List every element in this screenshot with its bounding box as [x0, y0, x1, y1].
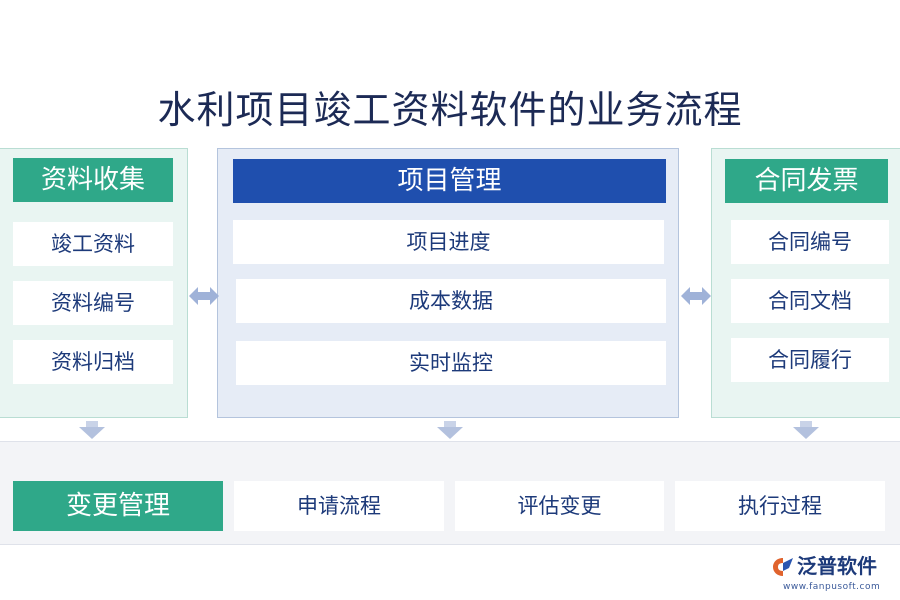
double-arrow-icon — [681, 287, 711, 305]
change-item: 申请流程 — [234, 481, 444, 531]
collect-header: 资料收集 — [13, 158, 173, 202]
down-arrow-icon — [793, 421, 819, 439]
collect-item: 竣工资料 — [13, 222, 173, 266]
contract-item: 合同文档 — [731, 279, 889, 323]
change-item: 评估变更 — [455, 481, 664, 531]
contract-header: 合同发票 — [725, 159, 888, 203]
fanpu-logo-icon — [773, 558, 793, 576]
contract-item: 合同编号 — [731, 220, 889, 264]
diagram-title: 水利项目竣工资料软件的业务流程 — [157, 88, 743, 132]
project-item: 实时监控 — [236, 341, 666, 385]
logo-url: www.fanpusoft.com — [783, 582, 881, 592]
change-header: 变更管理 — [13, 481, 223, 531]
collect-item: 资料编号 — [13, 281, 173, 325]
contract-item: 合同履行 — [731, 338, 889, 382]
project-item: 项目进度 — [233, 220, 664, 264]
change-item: 执行过程 — [675, 481, 885, 531]
logo-name: 泛普软件 — [797, 554, 877, 578]
down-arrow-icon — [437, 421, 463, 439]
double-arrow-icon — [189, 287, 219, 305]
collect-item: 资料归档 — [13, 340, 173, 384]
project-header: 项目管理 — [233, 159, 666, 203]
project-item: 成本数据 — [236, 279, 666, 323]
down-arrow-icon — [79, 421, 105, 439]
